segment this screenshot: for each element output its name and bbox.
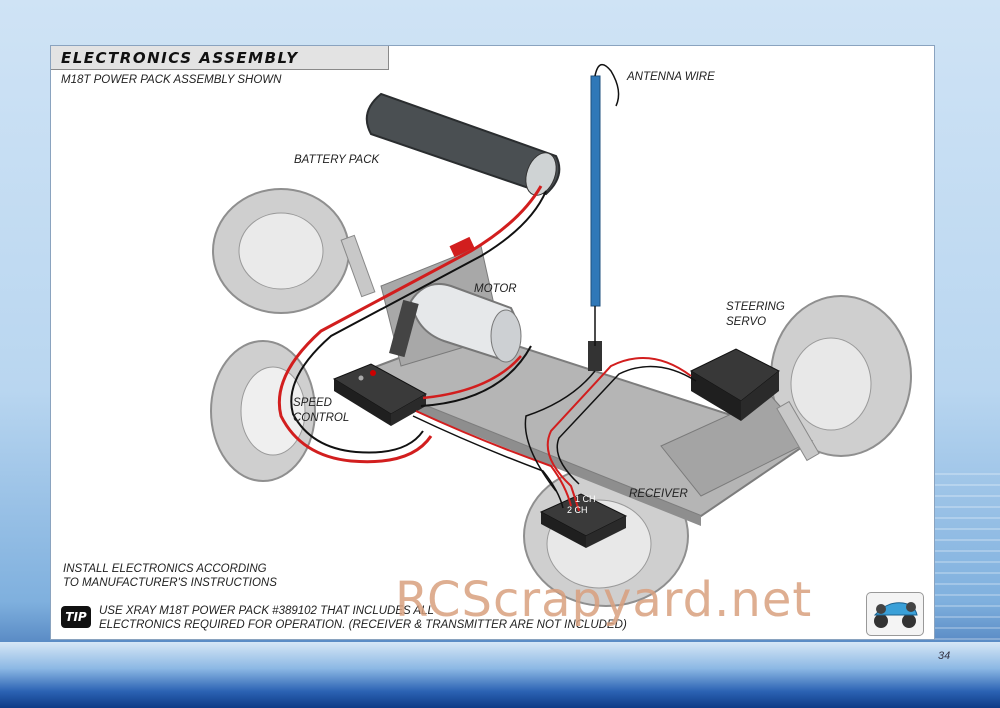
tip-badge: TIP [61,606,91,628]
bottom-band [0,642,1000,708]
install-instructions: INSTALL ELECTRONICS ACCORDING TO MANUFAC… [63,562,277,590]
speed-control-label-line2: CONTROL [293,412,350,424]
car-thumbnail [866,592,924,636]
steering-servo-label-line1: STEERING [726,301,785,313]
page-number: 34 [938,650,951,662]
rear-left-wheel [212,188,350,314]
battery-pack-label: BATTERY PACK [294,154,380,166]
battery-pack [365,92,561,196]
watermark: RCScrapyard.net [395,572,813,628]
manual-panel: ELECTRONICS ASSEMBLY M18T POWER PACK ASS… [50,45,935,640]
car-illustration [210,63,912,607]
steering-servo-label-line2: SERVO [726,316,767,328]
tip-line-1: USE XRAY M18T POWER PACK #389102 THAT IN… [99,605,434,617]
tip-text: USE XRAY M18T POWER PACK #389102 THAT IN… [99,604,627,632]
receiver-ch2-label: 2 CH [567,505,588,515]
speed-control-label-line1: SPEED [293,397,332,409]
title-box: ELECTRONICS ASSEMBLY [51,46,389,70]
wiring [277,185,697,512]
install-line-2: TO MANUFACTURER'S INSTRUCTIONS [63,577,277,589]
rear-right-wheel [210,340,316,482]
page-title: ELECTRONICS ASSEMBLY [61,49,299,67]
speed-controller [332,363,428,426]
install-line-1: INSTALL ELECTRONICS ACCORDING [63,563,267,575]
tip-line-2: ELECTRONICS REQUIRED FOR OPERATION. (REC… [99,619,627,631]
antenna-tube [588,63,620,371]
front-right-wheel [770,295,912,457]
receiver-ch1-label: 1 CH [575,494,596,504]
antenna-wire-label: ANTENNA WIRE [627,71,715,83]
motor-label: MOTOR [474,283,517,295]
motor [389,282,522,363]
side-pattern [935,470,1000,640]
receiver-label: RECEIVER [629,488,688,500]
steering-servo [689,348,780,421]
subtitle: M18T POWER PACK ASSEMBLY SHOWN [61,74,282,86]
